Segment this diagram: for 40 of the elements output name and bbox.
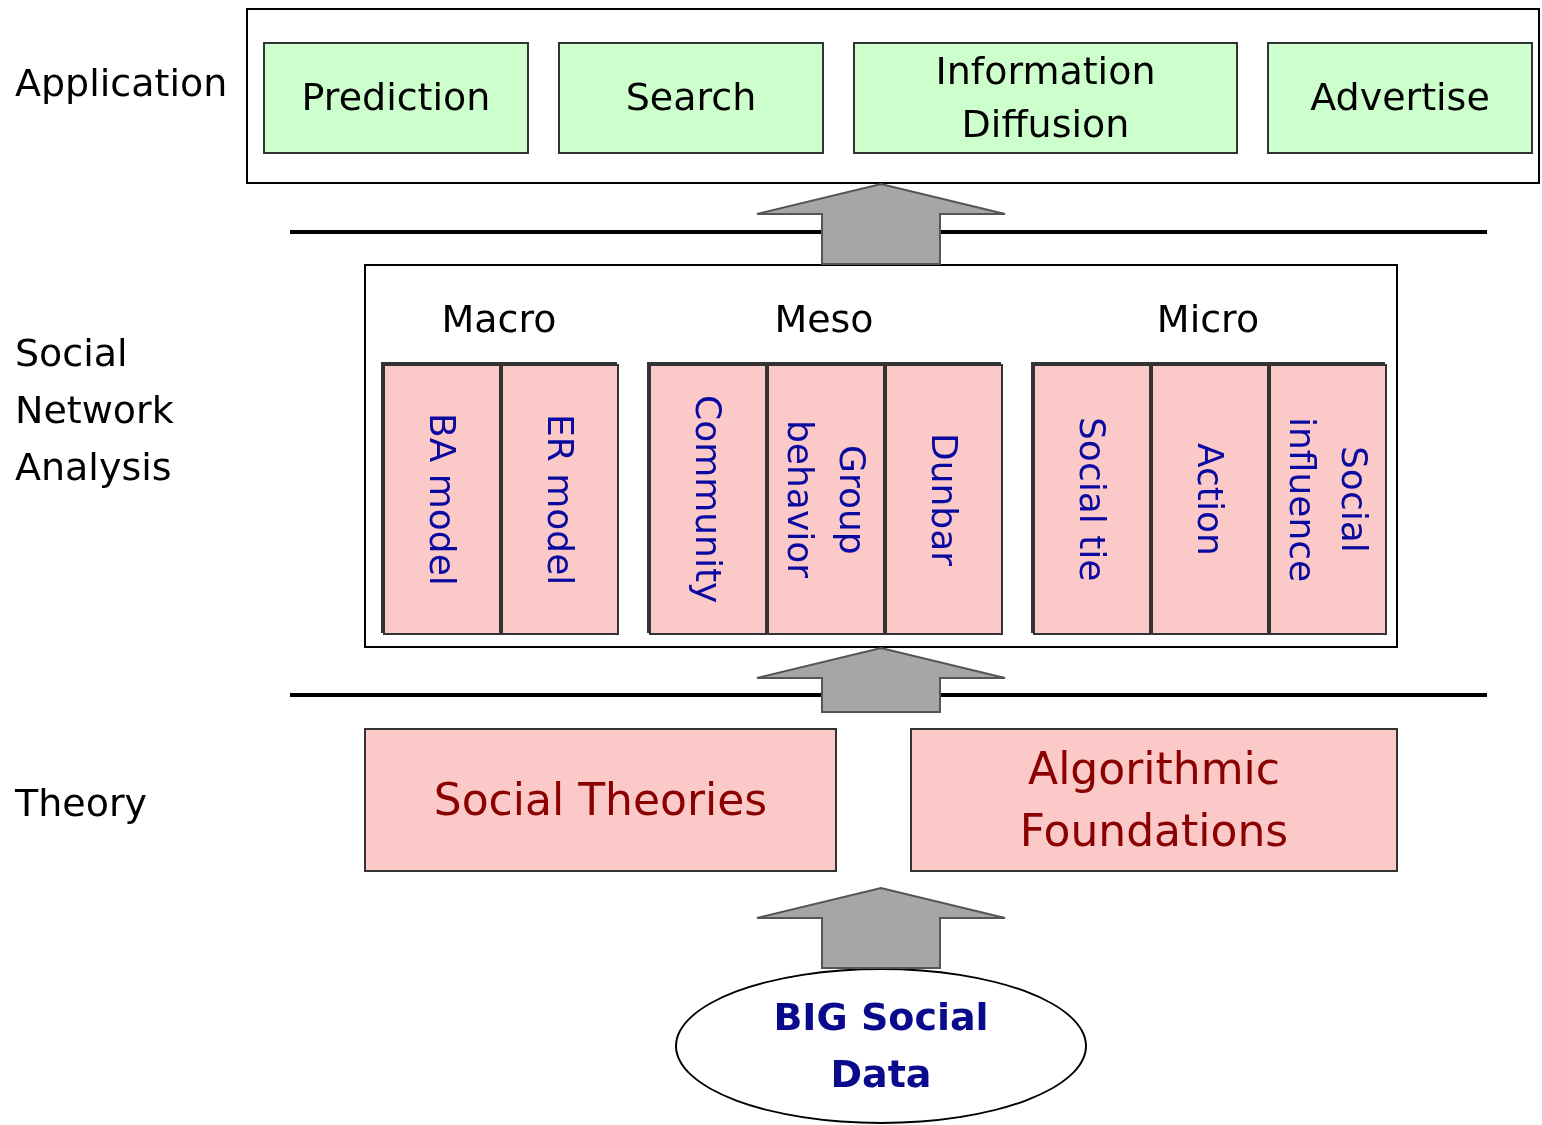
box-label: Advertise xyxy=(1309,74,1491,122)
topic-column xyxy=(767,364,885,635)
topic-column xyxy=(1151,364,1269,635)
column-label: BA model xyxy=(421,412,465,588)
topic-column xyxy=(885,364,1003,635)
topic-column xyxy=(501,364,619,635)
box-label: Algorithmic Foundations xyxy=(1018,742,1290,858)
box-label: Information Diffusion xyxy=(934,47,1157,148)
block-arrow xyxy=(756,646,1006,713)
column-label: Social influence xyxy=(1281,415,1377,585)
layer-label: Application xyxy=(15,60,229,107)
application-box xyxy=(853,42,1238,154)
layer-label: Theory xyxy=(15,780,149,827)
layer-box xyxy=(364,264,1398,648)
block-arrow xyxy=(756,182,1006,265)
box-label: Social Theories xyxy=(432,773,769,828)
ellipse-label: BIG Social Data xyxy=(772,994,990,1098)
topic-column xyxy=(383,364,501,635)
column-label: Social tie xyxy=(1071,416,1115,584)
application-box xyxy=(1267,42,1533,154)
box-label: Prediction xyxy=(300,74,492,122)
column-label: Community xyxy=(687,394,731,606)
block-arrow xyxy=(756,886,1006,969)
group-heading: Macro xyxy=(440,296,558,343)
topic-column xyxy=(1033,364,1151,635)
application-box xyxy=(263,42,529,154)
layer-box xyxy=(246,8,1540,184)
column-label: Action xyxy=(1189,442,1233,558)
topic-column xyxy=(1269,364,1387,635)
topic-column xyxy=(649,364,767,635)
group-heading: Micro xyxy=(1155,296,1261,343)
layer-label: Social Network Analysis xyxy=(15,330,175,491)
box-label: Search xyxy=(624,74,758,122)
application-box xyxy=(558,42,824,154)
theory-box xyxy=(910,728,1398,872)
group-heading: Meso xyxy=(773,296,875,343)
column-label: Group behavior xyxy=(779,419,875,581)
column-label: ER model xyxy=(539,412,583,588)
theory-box xyxy=(364,728,837,872)
column-label: Dunbar xyxy=(923,431,967,569)
